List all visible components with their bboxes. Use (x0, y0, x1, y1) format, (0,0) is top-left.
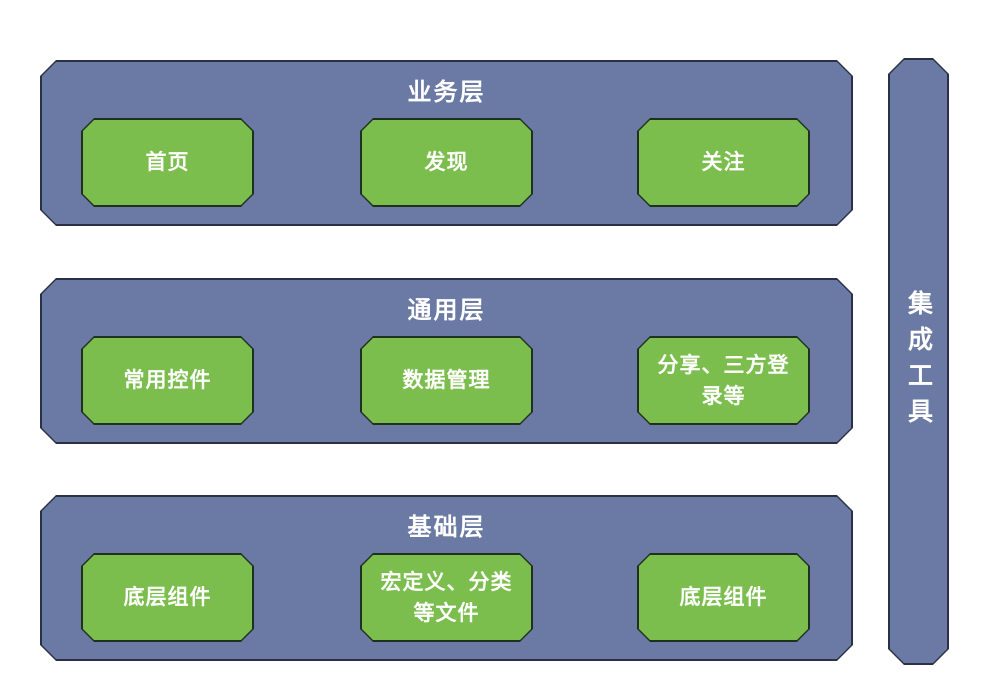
node-share-login: 分享、三方登录等 (637, 336, 810, 425)
node-base-components-left-label: 底层组件 (123, 585, 212, 610)
node-base-components-right-label: 底层组件 (679, 585, 768, 610)
node-macro-files-label: 宏定义、分类等文件 (380, 570, 513, 625)
node-data-management-label: 数据管理 (402, 368, 491, 393)
layer-business-title: 业务层 (407, 78, 486, 106)
node-discover: 发现 (360, 118, 533, 207)
node-macro-files: 宏定义、分类等文件 (360, 553, 533, 642)
node-base-components-left: 底层组件 (81, 553, 254, 642)
node-data-management: 数据管理 (360, 336, 533, 425)
node-home: 首页 (81, 118, 254, 207)
layer-base: 基础层 底层组件 宏定义、分类等文件 底层组件 (40, 495, 853, 661)
layer-business: 业务层 首页 发现 关注 (40, 60, 853, 226)
node-follow: 关注 (637, 118, 810, 207)
integration-tools-label: 集成工具 (904, 289, 934, 434)
layer-common-title: 通用层 (407, 296, 486, 324)
integration-tools-bar: 集成工具 (888, 58, 949, 665)
node-base-components-right: 底层组件 (637, 553, 810, 642)
layer-common: 通用层 常用控件 数据管理 分享、三方登录等 (40, 278, 853, 444)
node-follow-label: 关注 (701, 150, 746, 175)
node-common-controls: 常用控件 (81, 336, 254, 425)
node-discover-label: 发现 (424, 150, 469, 175)
node-home-label: 首页 (145, 150, 190, 175)
layer-base-title: 基础层 (407, 513, 486, 541)
node-common-controls-label: 常用控件 (123, 368, 212, 393)
node-share-login-label: 分享、三方登录等 (657, 353, 790, 408)
